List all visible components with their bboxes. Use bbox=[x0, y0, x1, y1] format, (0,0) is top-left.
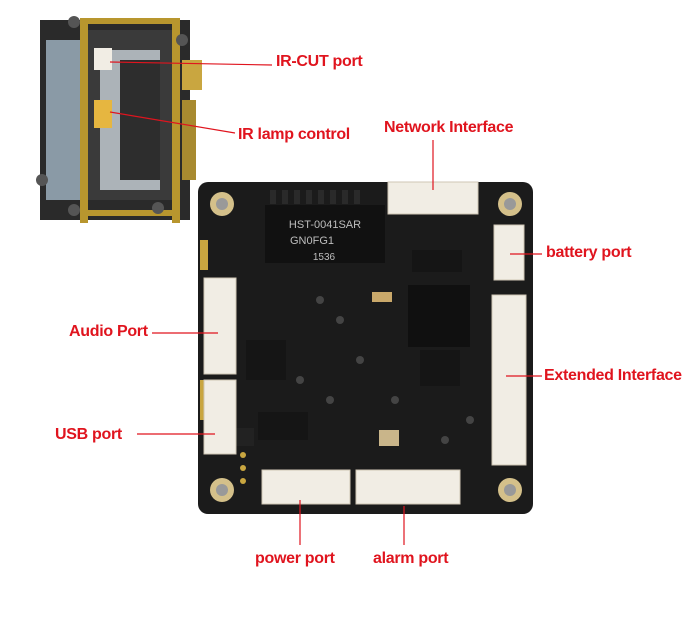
battery-connector bbox=[493, 224, 525, 281]
alarm-connector bbox=[355, 469, 461, 505]
ir-lamp-leader bbox=[109, 111, 236, 134]
chip-marking-line1: HST-0041SAR bbox=[289, 219, 361, 231]
extended-interface-label: Extended Interface bbox=[544, 367, 682, 384]
power-connector bbox=[261, 469, 351, 505]
network-interface-label: Network Interface bbox=[384, 119, 514, 136]
usb-connector bbox=[203, 379, 237, 455]
ir-cut-port-label: IR-CUT port bbox=[276, 53, 363, 70]
power-port-label: power port bbox=[255, 550, 335, 567]
camera-module-image bbox=[36, 16, 202, 223]
ir-lamp-control-label: IR lamp control bbox=[238, 126, 350, 143]
chip-marking-line2: GN0FG1 bbox=[290, 235, 334, 247]
battery-port-label: battery port bbox=[546, 244, 632, 261]
alarm-port-label: alarm port bbox=[373, 550, 449, 567]
audio-connector bbox=[203, 277, 237, 375]
usb-port-label: USB port bbox=[55, 426, 122, 443]
audio-port-label: Audio Port bbox=[69, 323, 148, 340]
pcb-board bbox=[198, 182, 533, 514]
chip-marking-line3: 1536 bbox=[313, 252, 336, 263]
ir-cut-leader bbox=[109, 61, 273, 66]
extended-connector bbox=[491, 294, 527, 466]
